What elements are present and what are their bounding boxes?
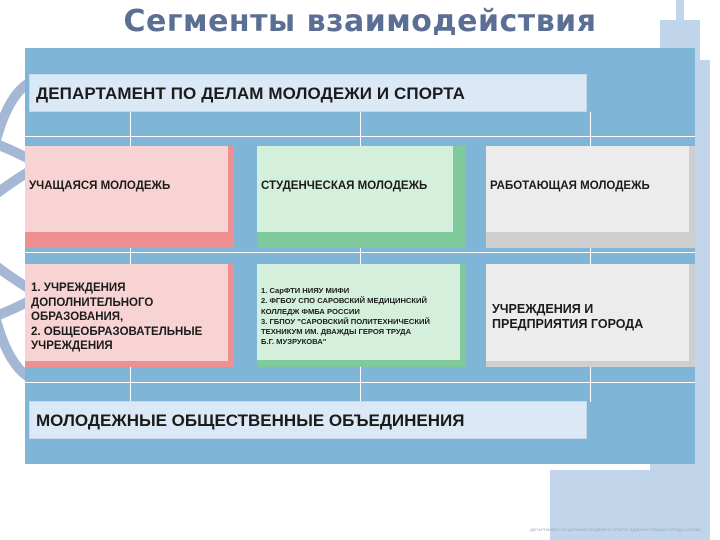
connector-vline-2: [360, 112, 361, 402]
segment-working-header-label: РАБОТАЮЩАЯ МОЛОДЕЖЬ: [486, 146, 689, 232]
segment-working-list: УЧРЕЖДЕНИЯ И ПРЕДПРИЯТИЯ ГОРОДА: [486, 264, 689, 361]
youth-associations-box: МОЛОДЕЖНЫЕ ОБЩЕСТВЕННЫЕ ОБЪЕДИНЕНИЯ: [29, 401, 587, 439]
connector-vline-3: [590, 112, 591, 402]
segment-students-header: СТУДЕНЧЕСКАЯ МОЛОДЕЖЬ: [257, 146, 466, 248]
segment-pupils-header: УЧАЩАЯСЯ МОЛОДЕЖЬ: [25, 146, 234, 248]
segment-students-line: 2. ФГБОУ СПО САРОВСКИЙ МЕДИЦИНСКИЙ: [261, 296, 427, 306]
footer-caption: ДЕПАРТАМЕНТ ПО ДЕЛАМ МОЛОДЕЖИ И СПОРТА А…: [530, 527, 701, 532]
segment-students-line: КОЛЛЕДЖ ФМБА РОССИИ: [261, 306, 360, 316]
segment-pupils-line: ОБРАЗОВАНИЯ,: [31, 311, 124, 323]
connector-vline-1: [130, 112, 131, 402]
page-title: Сегменты взаимодействия: [123, 4, 597, 39]
segment-pupils-header-label: УЧАЩАЯСЯ МОЛОДЕЖЬ: [25, 146, 228, 232]
segment-working-line: ПРЕДПРИЯТИЯ ГОРОДА: [492, 317, 644, 331]
segment-working-line: УЧРЕЖДЕНИЯ И: [492, 302, 594, 316]
segment-pupils-body: 1. УЧРЕЖДЕНИЯ ДОПОЛНИТЕЛЬНОГО ОБРАЗОВАНИ…: [25, 264, 234, 367]
segment-students-list: 1. СарФТИ НИЯУ МИФИ 2. ФГБОУ СПО САРОВСК…: [257, 264, 460, 360]
segment-pupils-line: 1. УЧРЕЖДЕНИЯ: [31, 282, 126, 294]
segment-students-line: Б.Г. МУЗРУКОВА": [261, 337, 327, 347]
segment-students-header-label: СТУДЕНЧЕСКАЯ МОЛОДЕЖЬ: [257, 146, 453, 232]
segment-working-header: РАБОТАЮЩАЯ МОЛОДЕЖЬ: [486, 146, 695, 248]
segment-working-body: УЧРЕЖДЕНИЯ И ПРЕДПРИЯТИЯ ГОРОДА: [486, 264, 695, 367]
segment-pupils-line: УЧРЕЖДЕНИЯ: [31, 340, 113, 352]
segment-students-body: 1. СарФТИ НИЯУ МИФИ 2. ФГБОУ СПО САРОВСК…: [257, 264, 466, 367]
segment-pupils-line: ДОПОЛНИТЕЛЬНОГО: [31, 296, 154, 309]
segment-students-line: 1. СарФТИ НИЯУ МИФИ: [261, 286, 350, 295]
segment-pupils-list: 1. УЧРЕЖДЕНИЯ ДОПОЛНИТЕЛЬНОГО ОБРАЗОВАНИ…: [25, 264, 228, 361]
segment-students-line: 3. ГБПОУ "САРОВСКИЙ ПОЛИТЕХНИЧЕСКИЙ: [261, 316, 430, 326]
segment-students-line: ТЕХНИКУМ ИМ. ДВАЖДЫ ГЕРОЯ ТРУДА: [261, 327, 412, 337]
segment-pupils-line: 2. ОБЩЕОБРАЗОВАТЕЛЬНЫЕ: [31, 325, 203, 338]
department-box: ДЕПАРТАМЕНТ ПО ДЕЛАМ МОЛОДЕЖИ И СПОРТА: [29, 74, 587, 112]
